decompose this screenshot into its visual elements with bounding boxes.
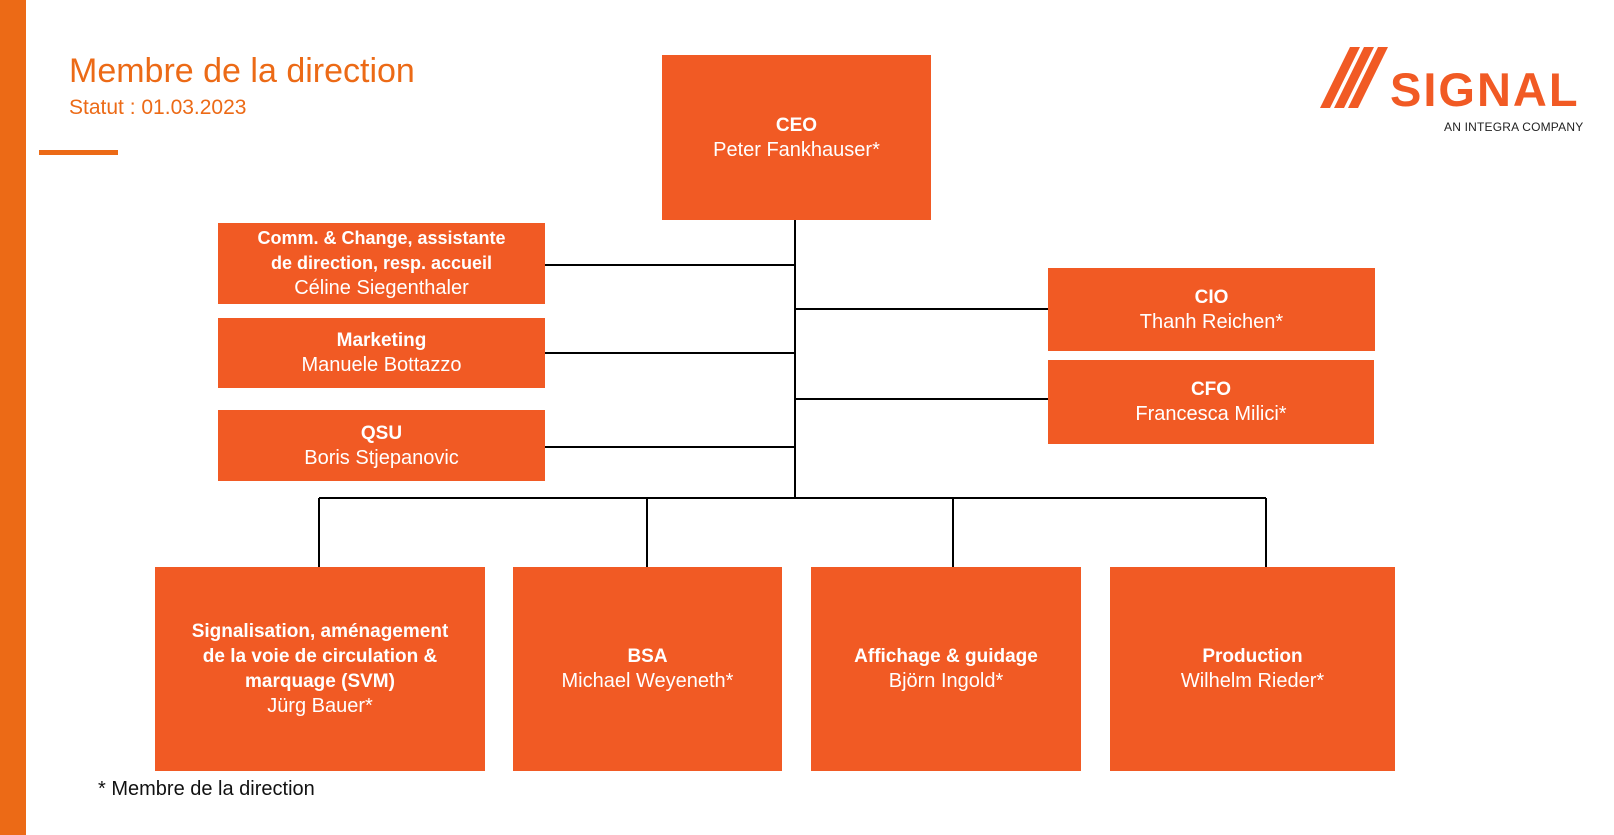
page-title: Membre de la direction xyxy=(69,52,415,90)
box-production: Production Wilhelm Rieder* xyxy=(1110,567,1395,771)
footnote: * Membre de la direction xyxy=(98,778,315,800)
signal-logo: SIGNAL xyxy=(1320,47,1580,116)
person-comm: Céline Siegenthaler xyxy=(294,277,469,299)
person-affichage: Björn Ingold* xyxy=(888,670,1004,692)
role-qsu: QSU xyxy=(360,422,403,444)
box-cfo: CFO Francesca Milici* xyxy=(1048,360,1374,444)
box-qsu: QSU Boris Stjepanovic xyxy=(218,410,545,481)
role-affichage: Affichage & guidage xyxy=(854,646,1038,667)
role-cfo: CFO xyxy=(1190,379,1232,400)
box-ceo: CEO Peter Fankhauser* xyxy=(662,55,931,220)
role-bsa: BSA xyxy=(627,646,668,667)
role-marketing: Marketing xyxy=(336,330,427,351)
role-svm-line2: de la voie de circulation & xyxy=(202,646,438,667)
person-cio: Thanh Reichen* xyxy=(1139,310,1284,333)
box-cio: CIO Thanh Reichen* xyxy=(1048,268,1375,351)
role-comm-line1: Comm. & Change, assistante xyxy=(257,228,506,248)
person-bsa: Michael Weyeneth* xyxy=(561,670,734,692)
status-date: Statut : 01.03.2023 xyxy=(69,96,247,119)
box-bsa: BSA Michael Weyeneth* xyxy=(513,567,782,771)
role-ceo: CEO xyxy=(775,114,818,136)
role-svm-line3: marquage (SVM) xyxy=(245,671,395,692)
person-marketing: Manuele Bottazzo xyxy=(301,354,462,376)
person-production: Wilhelm Rieder* xyxy=(1180,670,1325,692)
left-accent-bar xyxy=(0,0,26,835)
person-qsu: Boris Stjepanovic xyxy=(304,446,459,469)
role-production: Production xyxy=(1202,646,1303,667)
person-cfo: Francesca Milici* xyxy=(1135,403,1287,425)
title-accent-line xyxy=(39,150,118,155)
logo-tagline: AN INTEGRA COMPANY xyxy=(1444,120,1584,134)
logo-stripes-icon xyxy=(1320,47,1388,108)
box-affichage: Affichage & guidage Björn Ingold* xyxy=(811,567,1081,771)
person-svm: Jürg Bauer* xyxy=(267,695,373,717)
role-comm-line2: de direction, resp. accueil xyxy=(270,253,493,273)
box-svm: Signalisation, aménagement de la voie de… xyxy=(155,567,485,771)
logo-wordmark: SIGNAL xyxy=(1390,63,1580,116)
role-cio: CIO xyxy=(1194,286,1229,308)
box-marketing: Marketing Manuele Bottazzo xyxy=(218,318,545,388)
box-comm: Comm. & Change, assistante de direction,… xyxy=(218,223,545,304)
role-svm-line1: Signalisation, aménagement xyxy=(191,621,449,642)
person-ceo: Peter Fankhauser* xyxy=(713,138,880,161)
